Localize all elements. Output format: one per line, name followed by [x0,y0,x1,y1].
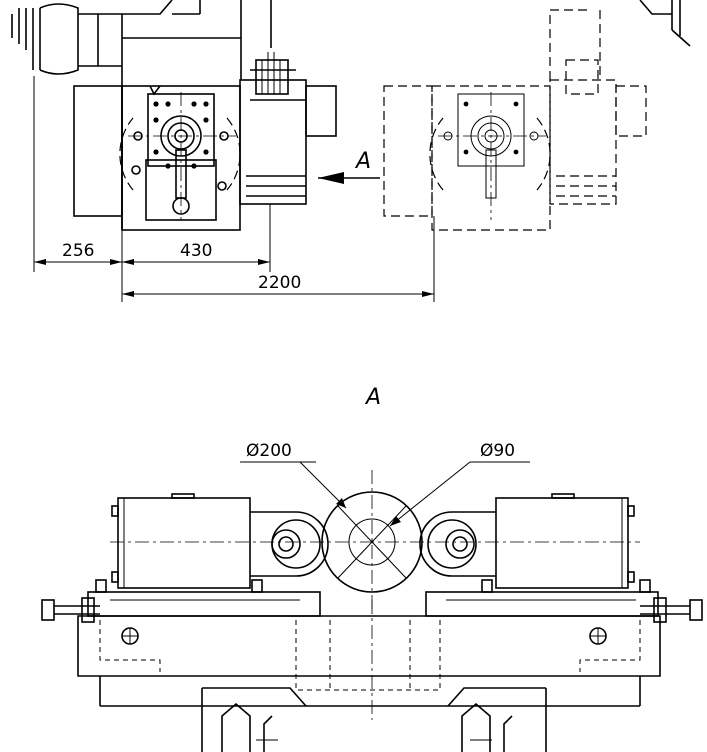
diameter-callouts: Ø200 Ø90 [240,441,530,527]
plan-view: A 256 430 2200 [11,0,691,302]
dim-fixture-width: 430 [180,241,212,261]
left-housing [73,85,123,217]
base-frame [77,600,661,720]
dim-travel: 2200 [258,273,301,293]
view-arrow-label: A [354,149,371,174]
dim-left-offset: 256 [62,241,94,261]
diameter-inner-label: Ø90 [480,441,515,461]
top-right-fragment [639,0,691,47]
machine-bed [11,0,272,230]
lower-supports [201,687,547,752]
workpiece [110,470,640,614]
diameter-outer-label: Ø200 [246,441,292,461]
section-view-title: A [364,385,381,410]
slide-plates [87,579,659,617]
rotary-table [119,85,241,221]
fixture-body [121,85,241,231]
drive-cap [305,85,337,137]
right-roller-head [419,493,635,589]
plan-dimensions: 256 430 2200 [33,76,435,302]
adjusting-bolts [41,597,703,623]
view-arrow-a: A [318,149,380,184]
gearbox [250,52,296,95]
section-view-a: A Ø200 Ø90 [41,385,703,752]
drive-housing [239,79,307,205]
alternate-position-phantom [383,9,647,231]
left-roller-head [111,493,329,589]
